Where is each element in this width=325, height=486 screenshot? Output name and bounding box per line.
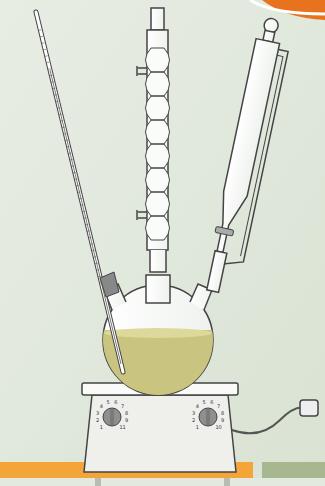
dial-number: 2 [96, 418, 99, 423]
dial-number: 6 [114, 400, 117, 405]
dial-number: 7 [121, 404, 124, 409]
dial-number: 10 [215, 425, 221, 430]
dial-number: 9 [125, 418, 128, 423]
dial-number: 4 [100, 404, 103, 409]
dial-number: 5 [203, 400, 206, 405]
dial-number: 3 [96, 411, 99, 416]
dial-number: 8 [221, 411, 224, 416]
dial-number: 4 [196, 404, 199, 409]
dial-number: 9 [221, 418, 224, 423]
dial-number: 11 [119, 425, 125, 430]
dial-number: 3 [192, 411, 195, 416]
dial-number: 7 [217, 404, 220, 409]
dial-number: 1 [196, 425, 199, 430]
dial-number: 6 [210, 400, 213, 405]
dial-number: 1 [100, 425, 103, 430]
dial-number: 8 [125, 411, 128, 416]
dial-number: 2 [192, 418, 195, 423]
dial-number: 5 [107, 400, 110, 405]
